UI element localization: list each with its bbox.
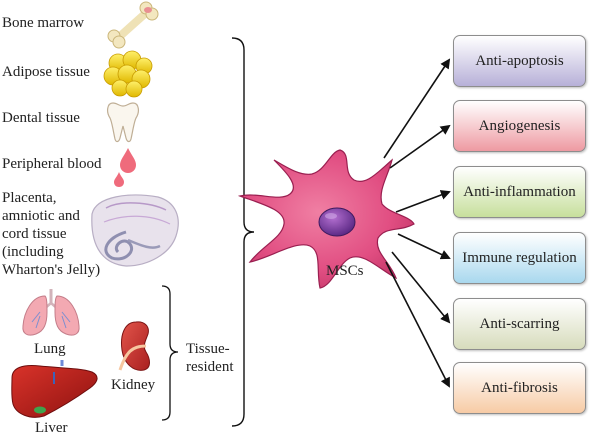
effect-anti-apoptosis: Anti-apoptosis (453, 35, 586, 87)
arrow-anti-apoptosis (383, 58, 451, 159)
lung-icon (22, 289, 80, 336)
arrow-anti-inflammation (395, 190, 451, 213)
sources-brace (231, 37, 255, 427)
blood-drop-icon (114, 148, 136, 187)
arrow-anti-scarring (391, 251, 451, 324)
label-dental-tissue: Dental tissue (2, 110, 80, 126)
tissue-resident-brace (161, 285, 179, 421)
label-placenta: Placenta, amniotic and cord tissue (incl… (2, 190, 101, 278)
kidney-icon (118, 321, 150, 371)
label-tissue-resident: Tissue- resident (186, 341, 234, 375)
effect-anti-fibrosis: Anti-fibrosis (453, 362, 586, 414)
label-mscs: MSCs (326, 263, 364, 279)
arrow-anti-fibrosis (385, 261, 450, 388)
bone-icon (107, 1, 159, 49)
arrow-immune-regulation (397, 233, 451, 260)
label-adipose-tissue: Adipose tissue (2, 64, 90, 80)
label-lung: Lung (34, 341, 66, 357)
liver-icon (11, 360, 98, 418)
effect-anti-inflammation: Anti-inflammation (453, 166, 586, 218)
label-liver: Liver (35, 420, 68, 436)
effect-angiogenesis: Angiogenesis (453, 100, 586, 152)
label-peripheral-blood: Peripheral blood (2, 156, 102, 172)
msc-cell-icon (237, 149, 415, 289)
effect-immune-regulation: Immune regulation (453, 232, 586, 284)
adipose-icon (103, 50, 153, 98)
arrow-angiogenesis (389, 124, 451, 169)
label-bone-marrow: Bone marrow (2, 15, 85, 31)
effect-arrows (383, 58, 451, 388)
label-kidney: Kidney (111, 377, 156, 393)
placenta-icon (91, 194, 179, 267)
effect-anti-scarring: Anti-scarring (453, 298, 586, 350)
tooth-icon (107, 102, 139, 143)
